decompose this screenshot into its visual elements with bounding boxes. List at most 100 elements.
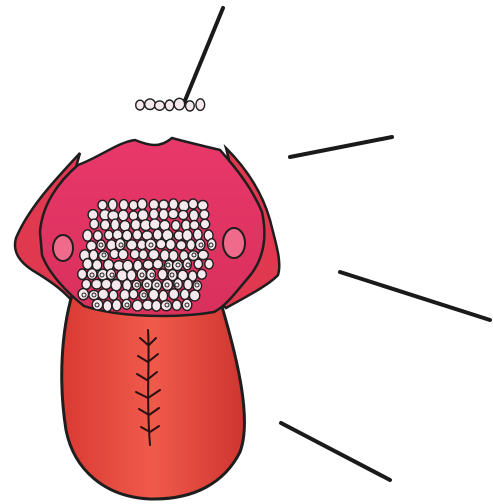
papilla <box>101 220 110 230</box>
papilla <box>90 219 99 229</box>
papilla <box>109 290 118 300</box>
papilla <box>198 201 208 211</box>
papilla <box>92 299 103 310</box>
papilla <box>150 219 161 230</box>
papilla <box>174 98 185 110</box>
leader-line-upper-right <box>290 137 392 157</box>
papilla <box>83 259 92 270</box>
papilla <box>168 209 178 218</box>
papilla <box>152 300 161 311</box>
papilla <box>193 281 202 291</box>
papilla <box>155 101 165 110</box>
papilla <box>138 210 148 221</box>
papilla <box>180 289 189 299</box>
papilla <box>122 299 131 309</box>
papilla <box>145 239 156 250</box>
papilla <box>150 209 159 219</box>
left-tonsil <box>53 235 73 261</box>
papilla <box>142 279 152 290</box>
papilla <box>186 101 195 111</box>
papilla <box>143 260 153 269</box>
papilla <box>182 299 192 310</box>
papilla <box>132 280 141 289</box>
papilla <box>197 269 206 279</box>
papilla <box>132 300 142 311</box>
papilla <box>169 199 178 210</box>
papilla <box>159 209 168 220</box>
papilla <box>139 250 148 260</box>
papilla <box>172 220 181 230</box>
papilla <box>120 221 130 231</box>
papilla <box>160 250 169 261</box>
papillae-cluster <box>78 98 216 311</box>
papilla <box>111 280 121 291</box>
papilla <box>97 240 106 250</box>
papilla <box>131 219 141 230</box>
papilla <box>194 259 202 269</box>
papilla <box>153 259 163 269</box>
papilla <box>166 239 176 250</box>
papilla <box>169 250 178 261</box>
papilla <box>184 279 193 290</box>
papilla <box>145 99 156 110</box>
papilla <box>103 300 112 311</box>
papilla <box>98 289 108 300</box>
leader-line-top <box>184 8 223 103</box>
papilla <box>98 200 107 210</box>
papilla <box>111 219 120 230</box>
papilla <box>136 100 145 110</box>
papilla <box>110 249 119 258</box>
papilla <box>179 210 188 219</box>
papilla <box>198 250 208 259</box>
papilla <box>189 290 199 301</box>
papilla <box>165 100 174 111</box>
papilla <box>87 269 97 280</box>
papilla <box>205 259 213 269</box>
papilla <box>200 210 209 219</box>
papilla <box>153 229 162 240</box>
leader-line-lower-right <box>281 423 390 480</box>
papilla <box>172 300 181 310</box>
tongue-body <box>62 295 245 499</box>
papilla <box>200 219 209 229</box>
papilla <box>138 199 147 210</box>
papilla <box>189 210 198 221</box>
papilla <box>101 279 111 289</box>
papilla <box>116 239 125 250</box>
papilla <box>149 249 159 259</box>
papilla <box>119 200 128 211</box>
papilla <box>127 240 137 250</box>
papilla <box>149 289 159 300</box>
papilla <box>122 230 131 241</box>
papilla <box>137 269 146 280</box>
papilla <box>196 239 205 250</box>
leader-line-middle-right <box>340 272 490 320</box>
papilla <box>118 210 128 221</box>
papilla <box>78 269 87 279</box>
papilla <box>83 230 92 241</box>
papilla <box>187 240 195 251</box>
papilla <box>105 230 114 240</box>
papilla <box>133 230 142 240</box>
papilla <box>78 289 88 300</box>
papilla <box>173 260 183 270</box>
papilla <box>130 250 139 259</box>
papilla <box>158 269 167 280</box>
papilla <box>161 301 172 311</box>
papilla <box>118 249 128 259</box>
papilla <box>92 279 102 289</box>
papilla <box>189 199 198 209</box>
papilla <box>169 289 179 300</box>
papilla <box>112 300 121 311</box>
papilla <box>82 279 91 289</box>
papilla <box>156 239 166 249</box>
papilla <box>196 99 205 111</box>
papilla <box>93 231 102 241</box>
right-tonsil <box>223 228 245 258</box>
papilla <box>176 241 186 250</box>
papilla <box>129 200 138 210</box>
papilla <box>162 279 172 290</box>
papilla <box>89 290 99 299</box>
papilla <box>88 210 98 220</box>
